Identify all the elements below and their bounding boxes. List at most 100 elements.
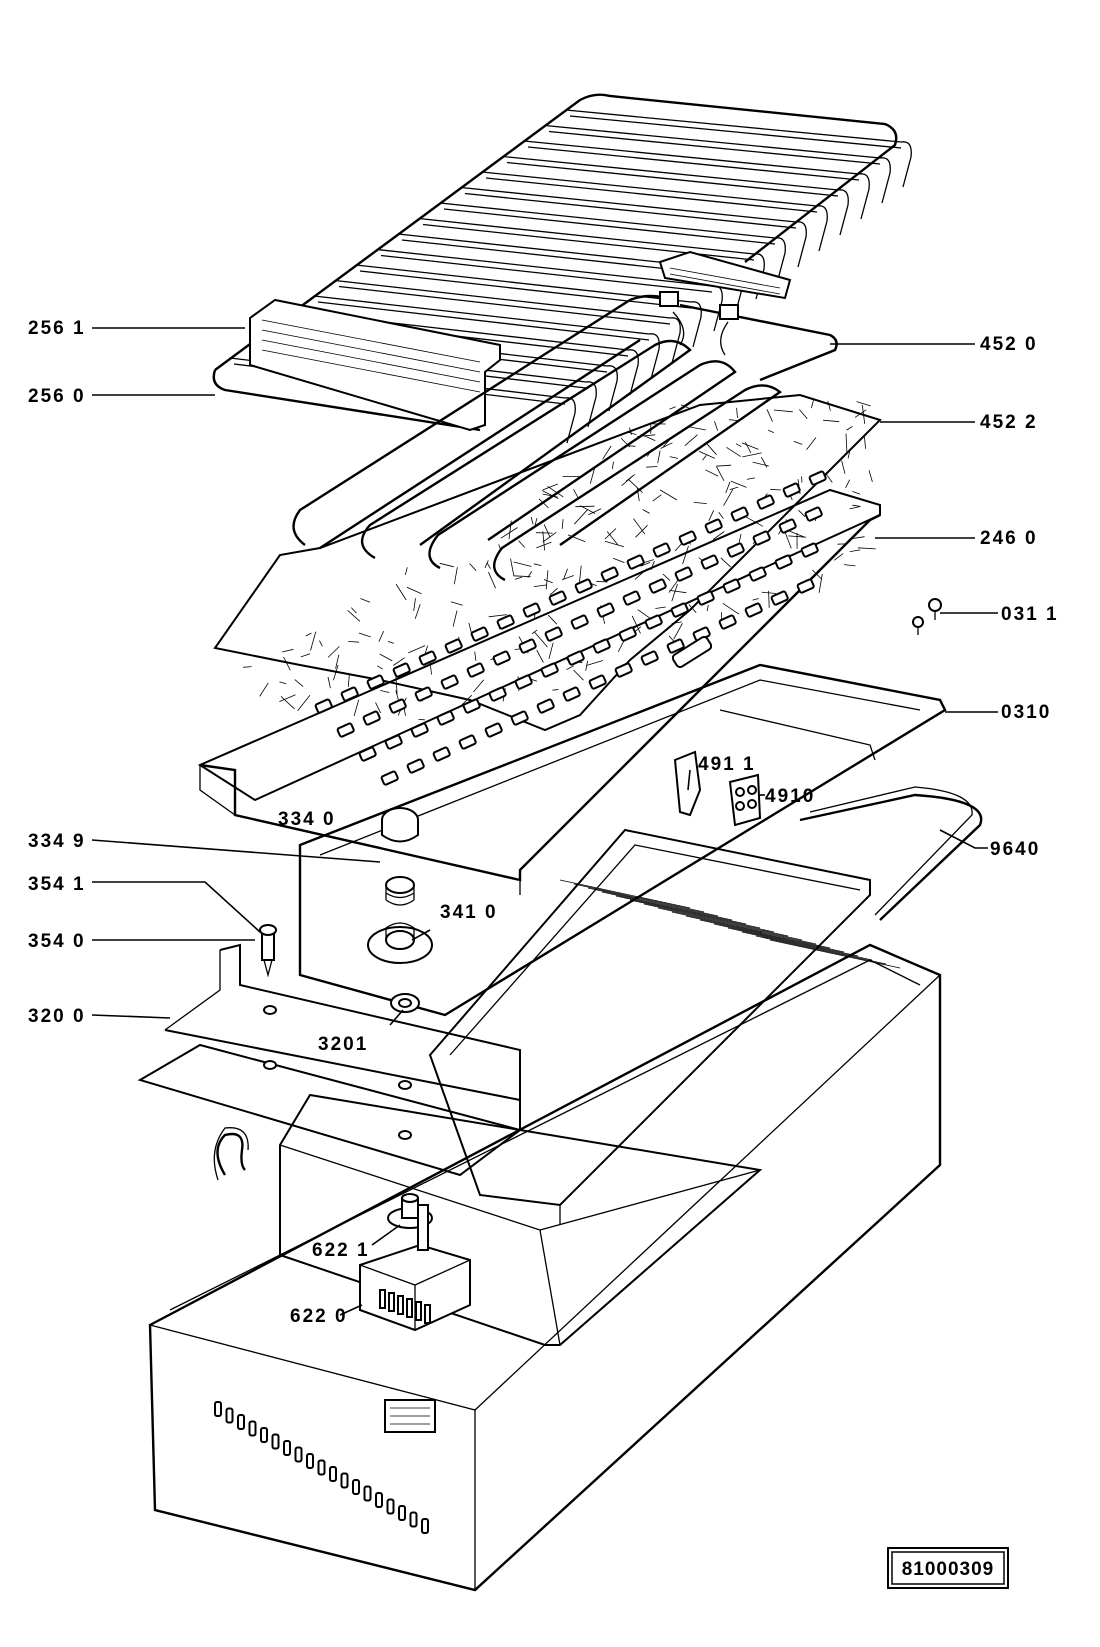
mat-fiber xyxy=(408,645,426,654)
tray-hole xyxy=(522,602,541,618)
inner-line xyxy=(559,879,691,909)
mat-fiber xyxy=(604,528,617,540)
rack-bar-edge xyxy=(380,254,713,293)
label-9640: 9640 xyxy=(990,839,1040,860)
label-3201: 3201 xyxy=(318,1034,368,1055)
tray-hole xyxy=(470,626,489,642)
mat-fiber xyxy=(547,485,564,498)
mat-fiber xyxy=(543,579,553,584)
inner-line xyxy=(741,931,873,961)
tray-hole xyxy=(518,638,537,654)
leader-lines xyxy=(91,327,998,1316)
rack-bar xyxy=(355,264,692,303)
vent-slot xyxy=(363,1485,372,1502)
label-6220: 622 0 xyxy=(290,1306,348,1327)
mat-fiber xyxy=(348,641,360,643)
rack-bar xyxy=(418,217,755,255)
mat-fiber xyxy=(530,516,534,525)
tray-hole xyxy=(648,578,667,594)
mat-fiber xyxy=(722,602,740,615)
label-3200: 320 0 xyxy=(28,1006,86,1027)
mat-fiber xyxy=(625,474,635,482)
mat-fiber xyxy=(543,524,551,538)
mat-fiber xyxy=(358,632,371,638)
mat-fiber xyxy=(542,493,558,498)
vent-slot xyxy=(214,1401,222,1417)
tray-hole xyxy=(484,722,503,738)
mat-fiber xyxy=(846,426,853,431)
mat-fiber xyxy=(841,460,846,474)
mat-fiber xyxy=(633,518,646,535)
tray-hole xyxy=(496,614,515,630)
rack-bar-bend xyxy=(669,317,681,364)
mat-fiber xyxy=(297,694,311,712)
mat-fiber xyxy=(533,584,547,587)
vent-slot xyxy=(283,1440,291,1456)
mat-fiber xyxy=(798,409,808,419)
tray-hole xyxy=(774,554,793,570)
mat-fiber xyxy=(353,699,360,717)
tray-hole xyxy=(778,518,797,534)
mat-fiber xyxy=(453,567,458,585)
rack-bar-edge xyxy=(548,130,881,165)
mat-fiber xyxy=(745,442,752,454)
inner-line xyxy=(657,907,789,937)
pin-assembly xyxy=(259,924,277,978)
tray-hole xyxy=(380,770,399,786)
mat-fiber xyxy=(684,434,698,447)
mat-fiber xyxy=(561,575,574,581)
mat-fiber xyxy=(798,509,806,518)
tray-hole xyxy=(696,590,715,606)
mat-fiber xyxy=(716,464,732,467)
mat-fiber xyxy=(629,427,632,435)
tray-hole xyxy=(466,662,485,678)
tray-hole xyxy=(726,542,745,558)
inner-line xyxy=(727,927,859,957)
rack-bar xyxy=(544,124,881,159)
mat-fiber xyxy=(628,479,643,493)
mat-fiber xyxy=(531,629,538,635)
mat-fiber xyxy=(533,563,542,566)
tray-hole xyxy=(770,590,789,606)
inner-line xyxy=(643,903,775,933)
mat-fiber xyxy=(282,648,294,653)
tray-hole xyxy=(492,650,511,666)
tray-hole xyxy=(366,674,385,690)
tray-hole xyxy=(410,722,429,738)
mat-fiber xyxy=(327,676,331,689)
mat-fiber xyxy=(718,512,724,519)
mat-fiber xyxy=(825,472,833,483)
tray-hole xyxy=(644,614,663,630)
mat-fiber xyxy=(380,690,390,693)
tray-hole xyxy=(432,746,451,762)
label-4522: 452 2 xyxy=(980,412,1038,433)
mat-fiber xyxy=(379,653,393,662)
mat-fiber xyxy=(745,516,763,527)
tray-hole xyxy=(488,686,507,702)
mat-fiber xyxy=(680,404,691,410)
mat-fiber xyxy=(669,590,687,594)
rack-bar-bend xyxy=(753,253,765,300)
tray-hole xyxy=(444,638,463,654)
mat-fiber xyxy=(726,446,741,457)
tray-hole xyxy=(314,698,333,714)
tray-hole xyxy=(392,662,411,678)
inner-line xyxy=(601,891,733,921)
mat-fiber xyxy=(484,560,489,568)
mat-fiber xyxy=(414,604,421,619)
mat-fiber xyxy=(335,654,340,669)
mat-fiber xyxy=(579,505,596,514)
mat-fiber xyxy=(674,543,683,552)
knob-assembly xyxy=(367,807,433,964)
mat-fiber xyxy=(766,409,773,422)
tray-hole xyxy=(462,698,481,714)
mat-fiber xyxy=(637,609,652,620)
mat-fiber xyxy=(283,656,291,671)
mat-fiber xyxy=(542,483,558,491)
mat-fiber xyxy=(387,641,395,644)
rack-bar-edge xyxy=(527,146,860,181)
tray-hole xyxy=(566,650,585,666)
mat-fiber xyxy=(688,604,697,613)
tray-hole xyxy=(730,506,749,522)
